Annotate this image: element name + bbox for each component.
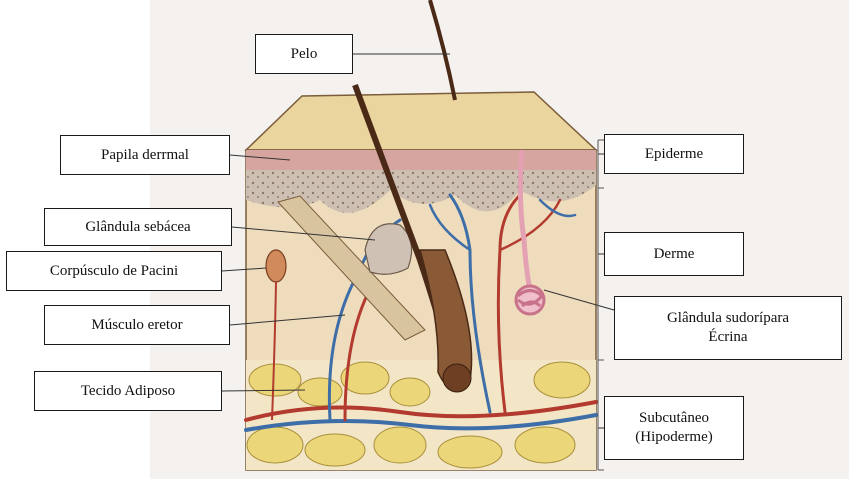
- label-epiderme: Epiderme: [604, 134, 744, 174]
- label-papila-dermal: Papila derrmal: [60, 135, 230, 175]
- label-musculo-eretor: Músculo eretor: [44, 305, 230, 345]
- label-derme: Derme: [604, 232, 744, 276]
- label-subcutaneo: Subcutâneo (Hipoderme): [604, 396, 744, 460]
- label-corpusculo-pacini: Corpúsculo de Pacini: [6, 251, 222, 291]
- epidermis-surface: [246, 92, 596, 150]
- label-tecido-adiposo: Tecido Adiposo: [34, 371, 222, 411]
- epidermis-band: [246, 150, 596, 170]
- label-glandula-sudoripara: Glândula sudorípara Écrina: [614, 296, 842, 360]
- sweat-gland-coil: [516, 286, 544, 314]
- hair-bulb: [443, 364, 471, 392]
- pacinian-corpuscle: [266, 250, 286, 282]
- label-pelo: Pelo: [255, 34, 353, 74]
- label-glandula-sebacea: Glândula sebácea: [44, 208, 232, 246]
